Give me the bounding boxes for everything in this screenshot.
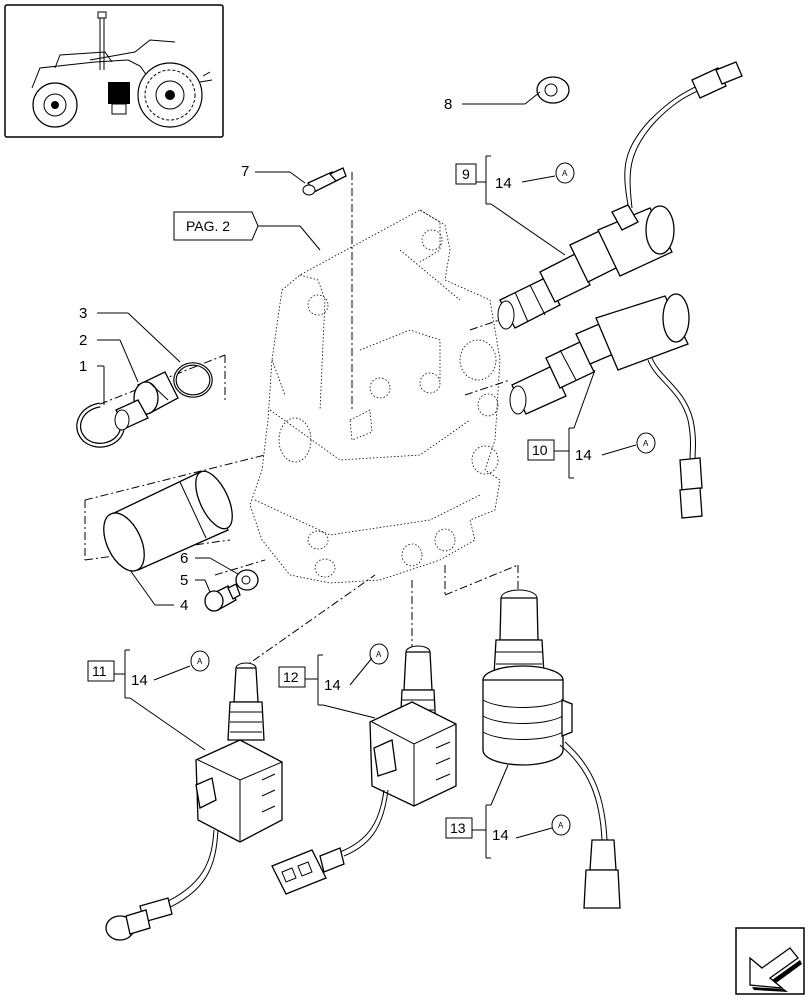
part-11-solenoid-valve[interactable]: [105, 662, 283, 941]
ref-box-12[interactable]: 12: [278, 666, 306, 688]
svg-text:9: 9: [462, 166, 470, 182]
svg-text:13: 13: [450, 820, 466, 836]
sub-label-14-group-13: 14: [492, 827, 509, 844]
part-5-plug-screw[interactable]: [204, 583, 241, 612]
assembly-guide-lines: [84, 172, 519, 671]
part-12-solenoid-valve[interactable]: [271, 645, 457, 895]
seal-ring-14-group-11[interactable]: A: [190, 650, 210, 672]
sub-label-14-group-10: 14: [575, 447, 592, 464]
hydraulic-valve-block[interactable]: [249, 209, 501, 584]
svg-text:A: A: [197, 657, 203, 666]
part-7-bleed-screw[interactable]: [302, 167, 347, 196]
svg-text:A: A: [562, 169, 568, 178]
part-9-solenoid-valve[interactable]: [497, 61, 743, 330]
callout-5: 5: [180, 572, 188, 589]
sub-label-14-group-9: 14: [495, 175, 512, 192]
svg-text:11: 11: [92, 663, 107, 679]
callout-8: 8: [444, 96, 452, 113]
seal-ring-14-group-13[interactable]: A: [551, 814, 571, 836]
ref-box-13[interactable]: 13: [445, 817, 473, 839]
svg-text:10: 10: [532, 442, 548, 458]
seal-ring-14-group-12[interactable]: A: [369, 643, 389, 665]
svg-text:12: 12: [283, 669, 299, 685]
arrow-navigation-icon[interactable]: [735, 927, 805, 995]
svg-text:PAG. 2: PAG. 2: [186, 218, 230, 234]
seal-ring-14-group-9[interactable]: A: [555, 162, 575, 184]
ref-box-9[interactable]: 9: [455, 163, 477, 185]
callout-3: 3: [79, 305, 87, 322]
part-6-washer[interactable]: [235, 569, 259, 591]
ref-box-11[interactable]: 11: [87, 660, 115, 682]
part-10-solenoid-valve[interactable]: [509, 293, 703, 519]
callout-7: 7: [241, 163, 249, 180]
page-reference-pag-2[interactable]: PAG. 2: [173, 211, 259, 241]
svg-text:A: A: [643, 439, 649, 448]
svg-text:A: A: [558, 821, 564, 830]
part-4-filter[interactable]: [95, 466, 239, 577]
part-3-o-ring[interactable]: [173, 362, 213, 398]
callout-2: 2: [79, 332, 87, 349]
callout-6: 6: [180, 550, 188, 567]
leader-lines: [97, 91, 637, 859]
ref-box-10[interactable]: 10: [527, 439, 555, 461]
part-2-plug[interactable]: [114, 371, 179, 431]
sub-label-14-group-12: 14: [324, 677, 341, 694]
part-13-solenoid-valve[interactable]: [482, 589, 621, 909]
svg-text:A: A: [376, 650, 382, 659]
tractor-thumbnail[interactable]: [4, 4, 224, 138]
seal-ring-14-group-10[interactable]: A: [636, 432, 656, 454]
callout-4: 4: [180, 597, 188, 614]
part-8-washer[interactable]: [536, 76, 570, 104]
callout-1: 1: [79, 358, 87, 375]
part-1-circlip[interactable]: [76, 402, 125, 448]
sub-label-14-group-11: 14: [131, 672, 148, 689]
